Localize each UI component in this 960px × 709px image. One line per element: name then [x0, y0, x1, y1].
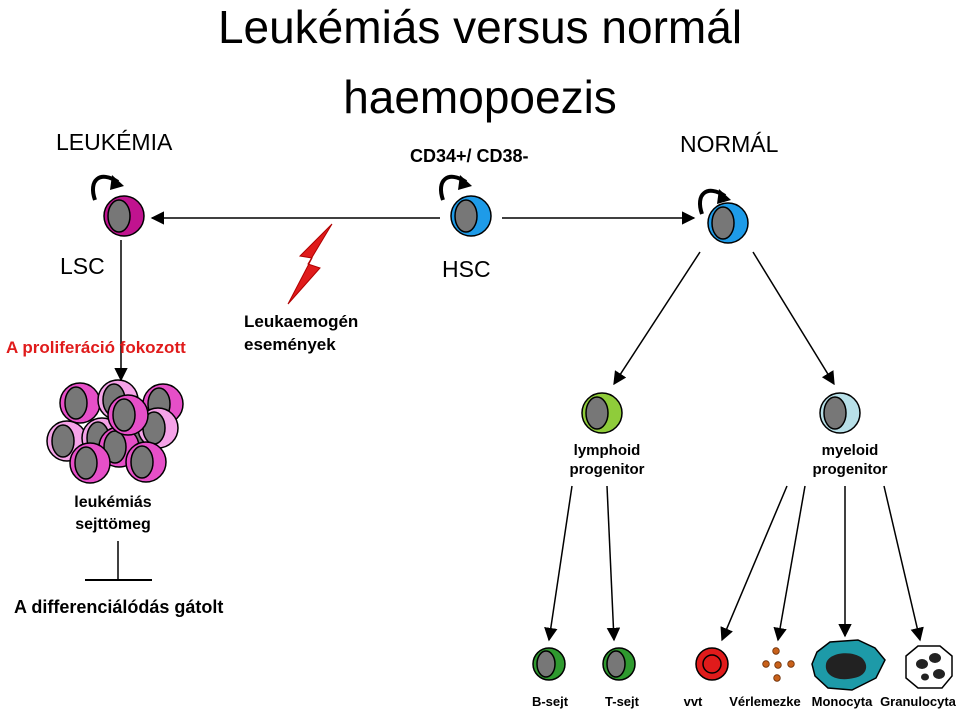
platelet-icon [762, 647, 795, 682]
marker-label: CD34+/ CD38- [410, 146, 529, 166]
hsc-cell [450, 195, 492, 237]
normal-label: NORMÁL [680, 131, 779, 157]
lymphoid-label-2: progenitor [569, 461, 645, 478]
self-renewal-arrow-hsc [439, 174, 472, 201]
to-granulocyte-arrow [883, 485, 924, 642]
leukemic-cell [125, 441, 167, 483]
granulocyte-icon [905, 645, 953, 689]
hsc-label: HSC [442, 256, 491, 282]
cell-label-monocyte: Monocyta [811, 694, 873, 709]
leukemic-cell [69, 442, 111, 484]
normal-stem-cell [707, 202, 749, 244]
cell-label-tcell: T-sejt [605, 694, 639, 709]
to-lymphoid-arrow [613, 251, 701, 386]
rbc-icon [695, 647, 729, 681]
leukemic-cell [59, 382, 101, 424]
to-platelet-arrow [773, 485, 806, 642]
cell-label-rbc: vvt [683, 694, 703, 709]
tcell-icon [602, 647, 636, 681]
bcell-icon [532, 647, 566, 681]
myeloid-progenitor-cell [819, 392, 861, 434]
lsc-cell [103, 195, 145, 237]
leukaemogen-label-2: események [244, 335, 336, 354]
myeloid-label-1: myeloid [821, 442, 879, 459]
lymphoid-progenitor-cell [581, 392, 623, 434]
monocyte-icon [811, 639, 886, 691]
leukemic-cell [107, 394, 149, 436]
cell-label-granulocyte: Granulocyta [880, 694, 956, 709]
cell-label-platelet: Vérlemezke [729, 694, 801, 709]
to-bcell-arrow [544, 485, 573, 642]
proliferation-label: A proliferáció fokozott [6, 338, 186, 357]
mass-label-1: leukémiás [74, 494, 152, 511]
to-myeloid-arrow [752, 251, 835, 386]
title-line-2: haemopoezis [343, 71, 617, 123]
lsc-label: LSC [60, 253, 105, 279]
differentiation-blocked-label: A differenciálódás gátolt [14, 597, 224, 617]
differentiation-block [85, 541, 152, 581]
to-rbc-arrow [720, 485, 788, 642]
lymphoid-label-1: lymphoid [573, 442, 641, 459]
mass-label-2: sejttömeg [75, 516, 151, 533]
lightning-icon [287, 223, 333, 305]
leukaemogen-label-1: Leukaemogén [244, 312, 359, 331]
self-renewal-arrow-normal [698, 188, 731, 215]
leukemic-cell-mass [46, 379, 184, 484]
to-tcell-arrow [606, 485, 621, 642]
self-renewal-arrow-lsc [91, 174, 124, 201]
cell-label-bcell: B-sejt [531, 694, 569, 709]
title-line-1: Leukémiás versus normál [217, 1, 743, 53]
leukemia-label: LEUKÉMIA [56, 129, 173, 155]
myeloid-label-2: progenitor [812, 461, 888, 478]
